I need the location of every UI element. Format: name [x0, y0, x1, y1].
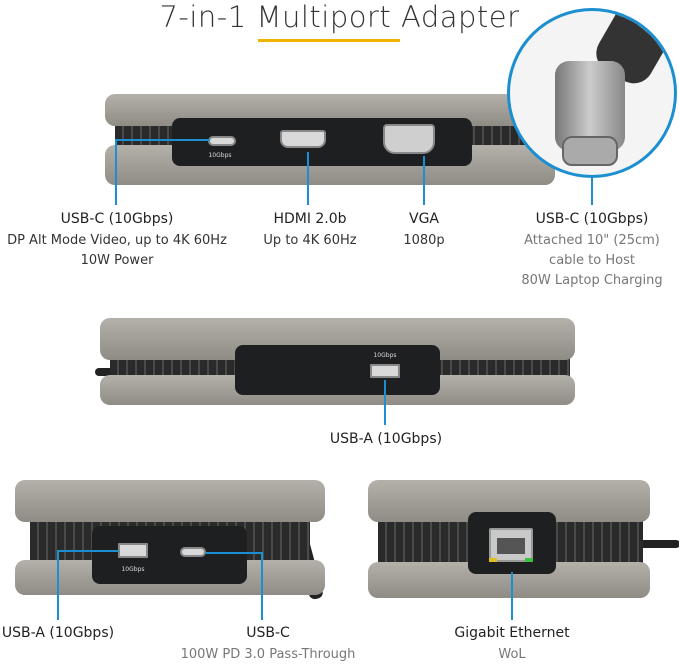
page-title: 7-in-1 Multiport Adapter — [159, 0, 520, 34]
usb-c-port — [208, 136, 236, 146]
title-underline — [258, 39, 400, 42]
callout-text: 1080p — [403, 233, 445, 248]
callout-usb-a-title: USB-A (10Gbps) — [1, 625, 115, 641]
callout-text: 10W Power — [80, 253, 154, 268]
callout-text: 80W Laptop Charging — [521, 273, 663, 288]
callout-text: Attached 10" (25cm) — [524, 233, 660, 248]
callout-usb-a-title: USB-A (10Gbps) — [329, 431, 443, 447]
port-speed-label: 10Gbps — [373, 352, 397, 359]
usb-a-port — [370, 364, 400, 378]
callout-text: WoL — [498, 647, 526, 662]
callout-host-usb-c-title: USB-C (10Gbps) — [535, 211, 649, 227]
callout-text: 100W PD 3.0 Pass-Through — [180, 647, 356, 662]
port-speed-label: 10Gbps — [121, 566, 145, 573]
callout-vga-title: VGA — [408, 211, 440, 227]
callout-ethernet-title: Gigabit Ethernet — [454, 625, 570, 641]
callout-text: DP Alt Mode Video, up to 4K 60Hz — [7, 233, 227, 248]
usb-a-port — [118, 543, 148, 558]
usb-c-cable-inset — [507, 8, 677, 178]
callout-hdmi-title: HDMI 2.0b — [273, 211, 347, 227]
callout-usb-c-pd-title: USB-C — [246, 625, 290, 641]
vga-port — [383, 124, 435, 154]
callout-text: cable to Host — [549, 253, 635, 268]
callout-usb-c-title: USB-C (10Gbps) — [60, 211, 174, 227]
hdmi-port — [280, 130, 326, 148]
callout-text: Up to 4K 60Hz — [263, 233, 357, 248]
usb-c-port — [180, 547, 206, 557]
port-speed-label: 10Gbps — [208, 152, 232, 159]
